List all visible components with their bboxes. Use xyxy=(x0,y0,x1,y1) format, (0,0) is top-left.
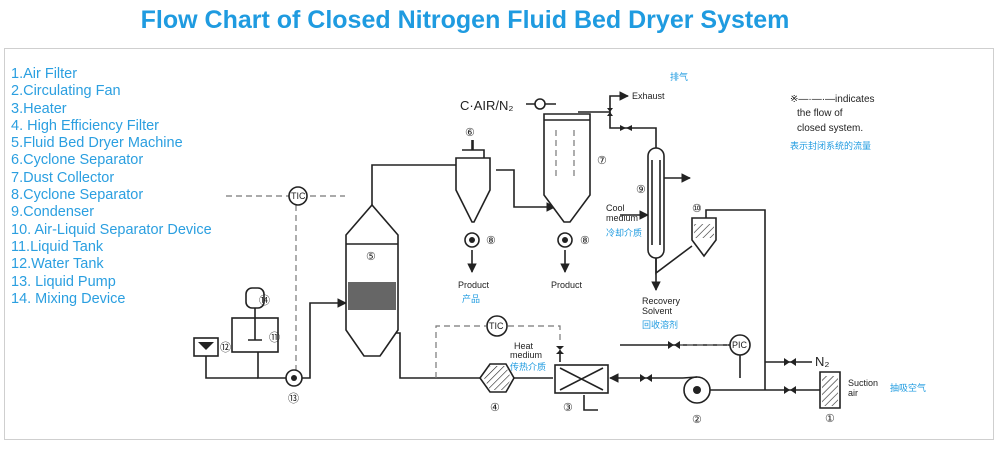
dust-collector xyxy=(543,113,591,248)
high-efficiency-filter xyxy=(479,363,515,393)
legend-item: 3.Heater xyxy=(11,100,67,117)
number-8a: ⑧ xyxy=(486,235,496,247)
note-cn: 表示封闭系统的流量 xyxy=(790,140,871,151)
water-tank xyxy=(193,337,219,357)
diagram-frame xyxy=(4,48,994,440)
number-4: ④ xyxy=(490,402,500,414)
cool-medium-2: medium xyxy=(606,213,638,223)
legend-item: 7.Dust Collector xyxy=(11,169,115,186)
mixing-device xyxy=(245,287,265,309)
suction-1: Suction xyxy=(848,378,878,388)
fluid-bed-dryer xyxy=(345,203,399,357)
controller-bubbles xyxy=(288,186,751,356)
number-5: ⑤ xyxy=(366,251,376,263)
note-line-2: the flow of xyxy=(797,108,843,119)
note-line-3: closed system. xyxy=(797,123,863,134)
legend-item: 1.Air Filter xyxy=(11,66,78,82)
air-filter xyxy=(819,371,841,409)
product-1-cn: 产品 xyxy=(462,293,480,304)
condenser xyxy=(647,147,665,259)
liquid-pump xyxy=(285,369,303,387)
legend-item: 11.Liquid Tank xyxy=(11,238,104,255)
heat-medium-cn: 传热介质 xyxy=(510,361,546,372)
number-13: ⑬ xyxy=(288,392,299,405)
liquid-tank xyxy=(231,306,279,353)
heat-medium-1: Heat xyxy=(514,341,534,351)
number-10: ⑩ xyxy=(692,203,702,215)
cool-medium-cn: 冷却介质 xyxy=(606,227,642,238)
heat-medium-2: medium xyxy=(510,350,542,360)
valves xyxy=(526,98,796,394)
number-7: ⑦ xyxy=(597,155,607,167)
number-14: ⑭ xyxy=(259,294,270,307)
circulating-fan xyxy=(682,376,711,404)
tic-1-label: TIC xyxy=(291,191,306,201)
product-2-label: Product xyxy=(551,280,583,290)
n2-label: N₂ xyxy=(815,354,829,369)
tic-2-label: TIC xyxy=(489,321,504,331)
legend-item: 9.Condenser xyxy=(11,204,95,221)
exhaust-label: Exhaust xyxy=(632,91,665,101)
legend-item: 4. High Efficiency Filter xyxy=(11,117,160,134)
pic-label: PIC xyxy=(732,340,748,350)
recovery-1: Recovery xyxy=(642,296,681,306)
c-air-label: C·AIR/N₂ xyxy=(460,98,513,113)
control-lines xyxy=(226,195,728,378)
legend-item: 13. Liquid Pump xyxy=(11,273,116,290)
number-2: ② xyxy=(692,414,702,426)
number-12: ⑫ xyxy=(220,341,231,354)
number-8b: ⑧ xyxy=(580,235,590,247)
air-liquid-separator xyxy=(691,217,717,258)
legend-item: 14. Mixing Device xyxy=(11,290,126,307)
legend-item: 10. Air-Liquid Separator Device xyxy=(11,221,212,238)
legend-item: 2.Circulating Fan xyxy=(11,83,121,100)
recovery-2: Solvent xyxy=(642,306,673,316)
page-title: Flow Chart of Closed Nitrogen Fluid Bed … xyxy=(140,6,790,34)
number-3: ③ xyxy=(563,402,573,414)
legend-item: 12.Water Tank xyxy=(11,256,104,273)
process-pipes xyxy=(205,91,820,411)
legend-item: 5.Fluid Bed Dryer Machine xyxy=(11,135,183,152)
legend-item: 8.Cyclone Separator xyxy=(11,187,144,204)
note-line-1: ※—·—·—indicates xyxy=(790,94,875,105)
number-6: ⑥ xyxy=(465,127,475,139)
number-9: ⑨ xyxy=(636,184,646,196)
cool-medium-1: Cool xyxy=(606,203,625,213)
suction-2: air xyxy=(848,388,858,398)
suction-cn: 抽吸空气 xyxy=(890,382,926,393)
equipment-legend: 1.Air Filter 2.Circulating Fan 3.Heater … xyxy=(11,66,212,308)
number-11: ⑪ xyxy=(269,331,280,344)
number-1: ① xyxy=(825,413,835,425)
product-1-label: Product xyxy=(458,280,490,290)
recovery-cn: 回收溶剂 xyxy=(642,319,678,330)
heater xyxy=(554,364,609,394)
exhaust-cn-label: 排气 xyxy=(670,71,688,82)
legend-item: 6.Cyclone Separator xyxy=(11,152,144,169)
cyclone-separator-6 xyxy=(455,140,491,248)
